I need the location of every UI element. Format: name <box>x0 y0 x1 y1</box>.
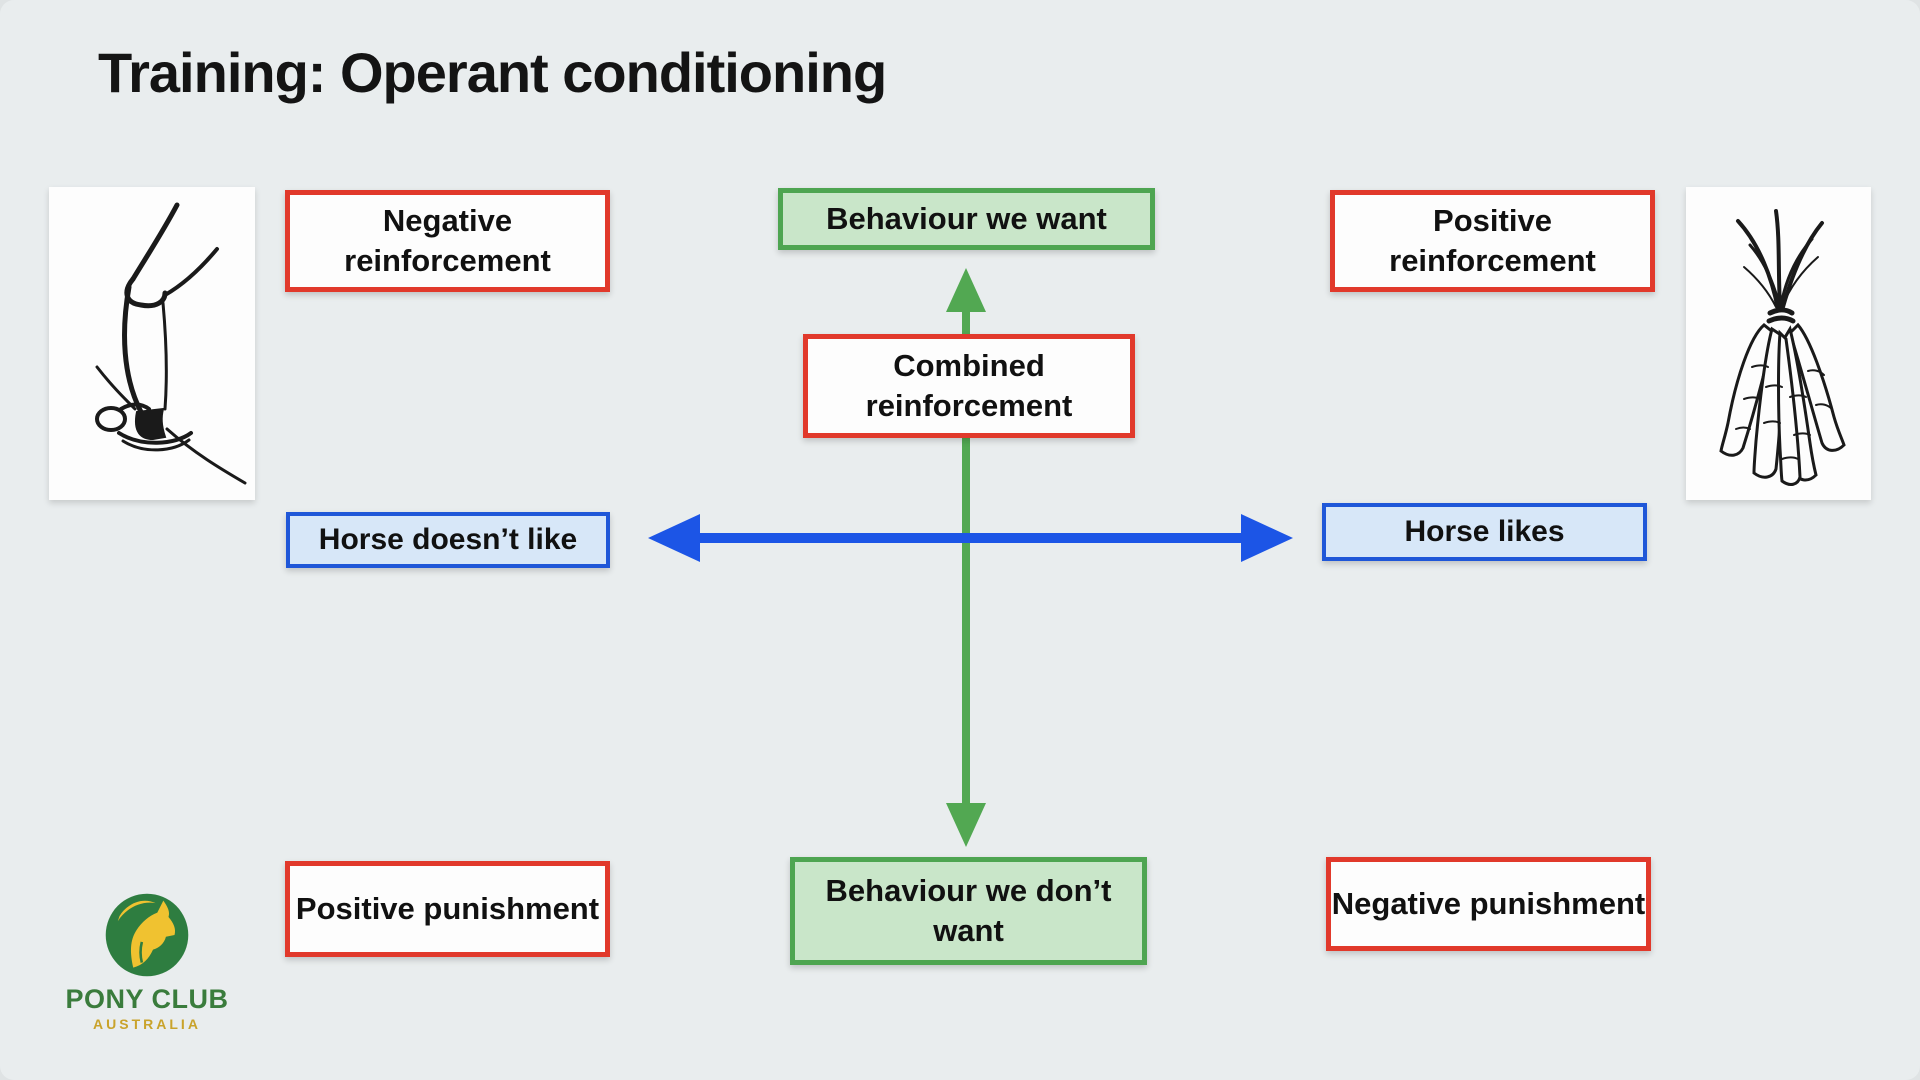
axis-box-behaviour-we-want: Behaviour we want <box>778 188 1155 250</box>
pony-club-horse-icon <box>105 893 189 977</box>
axis-box-behaviour-we-dont-want: Behaviour we don’t want <box>790 857 1147 965</box>
quadrant-box-positive-punishment: Positive punishment <box>285 861 610 957</box>
axis-label: Behaviour we don’t want <box>825 873 1112 948</box>
axis-label: Horse likes <box>1404 514 1565 548</box>
pony-club-logo-text: PONY CLUB <box>65 984 229 1014</box>
pony-club-logo-subtext: AUSTRALIA <box>93 1016 201 1032</box>
page-title: Training: Operant conditioning <box>98 41 887 104</box>
center-label: Combined reinforcement <box>865 348 1073 423</box>
quadrant-box-negative-punishment: Negative punishment <box>1326 857 1651 951</box>
center-box-combined-reinforcement: Combined reinforcement <box>803 334 1135 438</box>
horizontal-axis-arrow <box>648 514 1293 562</box>
horse-leg-spur-illustration <box>49 187 255 500</box>
axis-box-horse-doesnt-like: Horse doesn’t like <box>286 512 610 568</box>
axis-label: Behaviour we want <box>826 201 1107 237</box>
quadrant-box-negative-reinforcement: Negative reinforcement <box>285 190 610 292</box>
quadrant-box-positive-reinforcement: Positive reinforcement <box>1330 190 1655 292</box>
axis-box-horse-likes: Horse likes <box>1322 503 1647 561</box>
quadrant-label: Negative punishment <box>1331 886 1646 922</box>
carrots-illustration <box>1686 187 1871 500</box>
quadrant-label: Positive reinforcement <box>1389 203 1596 278</box>
pony-club-logo: PONY CLUB AUSTRALIA <box>59 892 235 1032</box>
axis-label: Horse doesn’t like <box>318 522 578 556</box>
quadrant-label: Positive punishment <box>295 891 600 927</box>
boot-spur-sketch-icon <box>95 202 247 485</box>
carrot-bunch-sketch-icon <box>1719 209 1846 486</box>
quadrant-label: Negative reinforcement <box>344 203 551 278</box>
